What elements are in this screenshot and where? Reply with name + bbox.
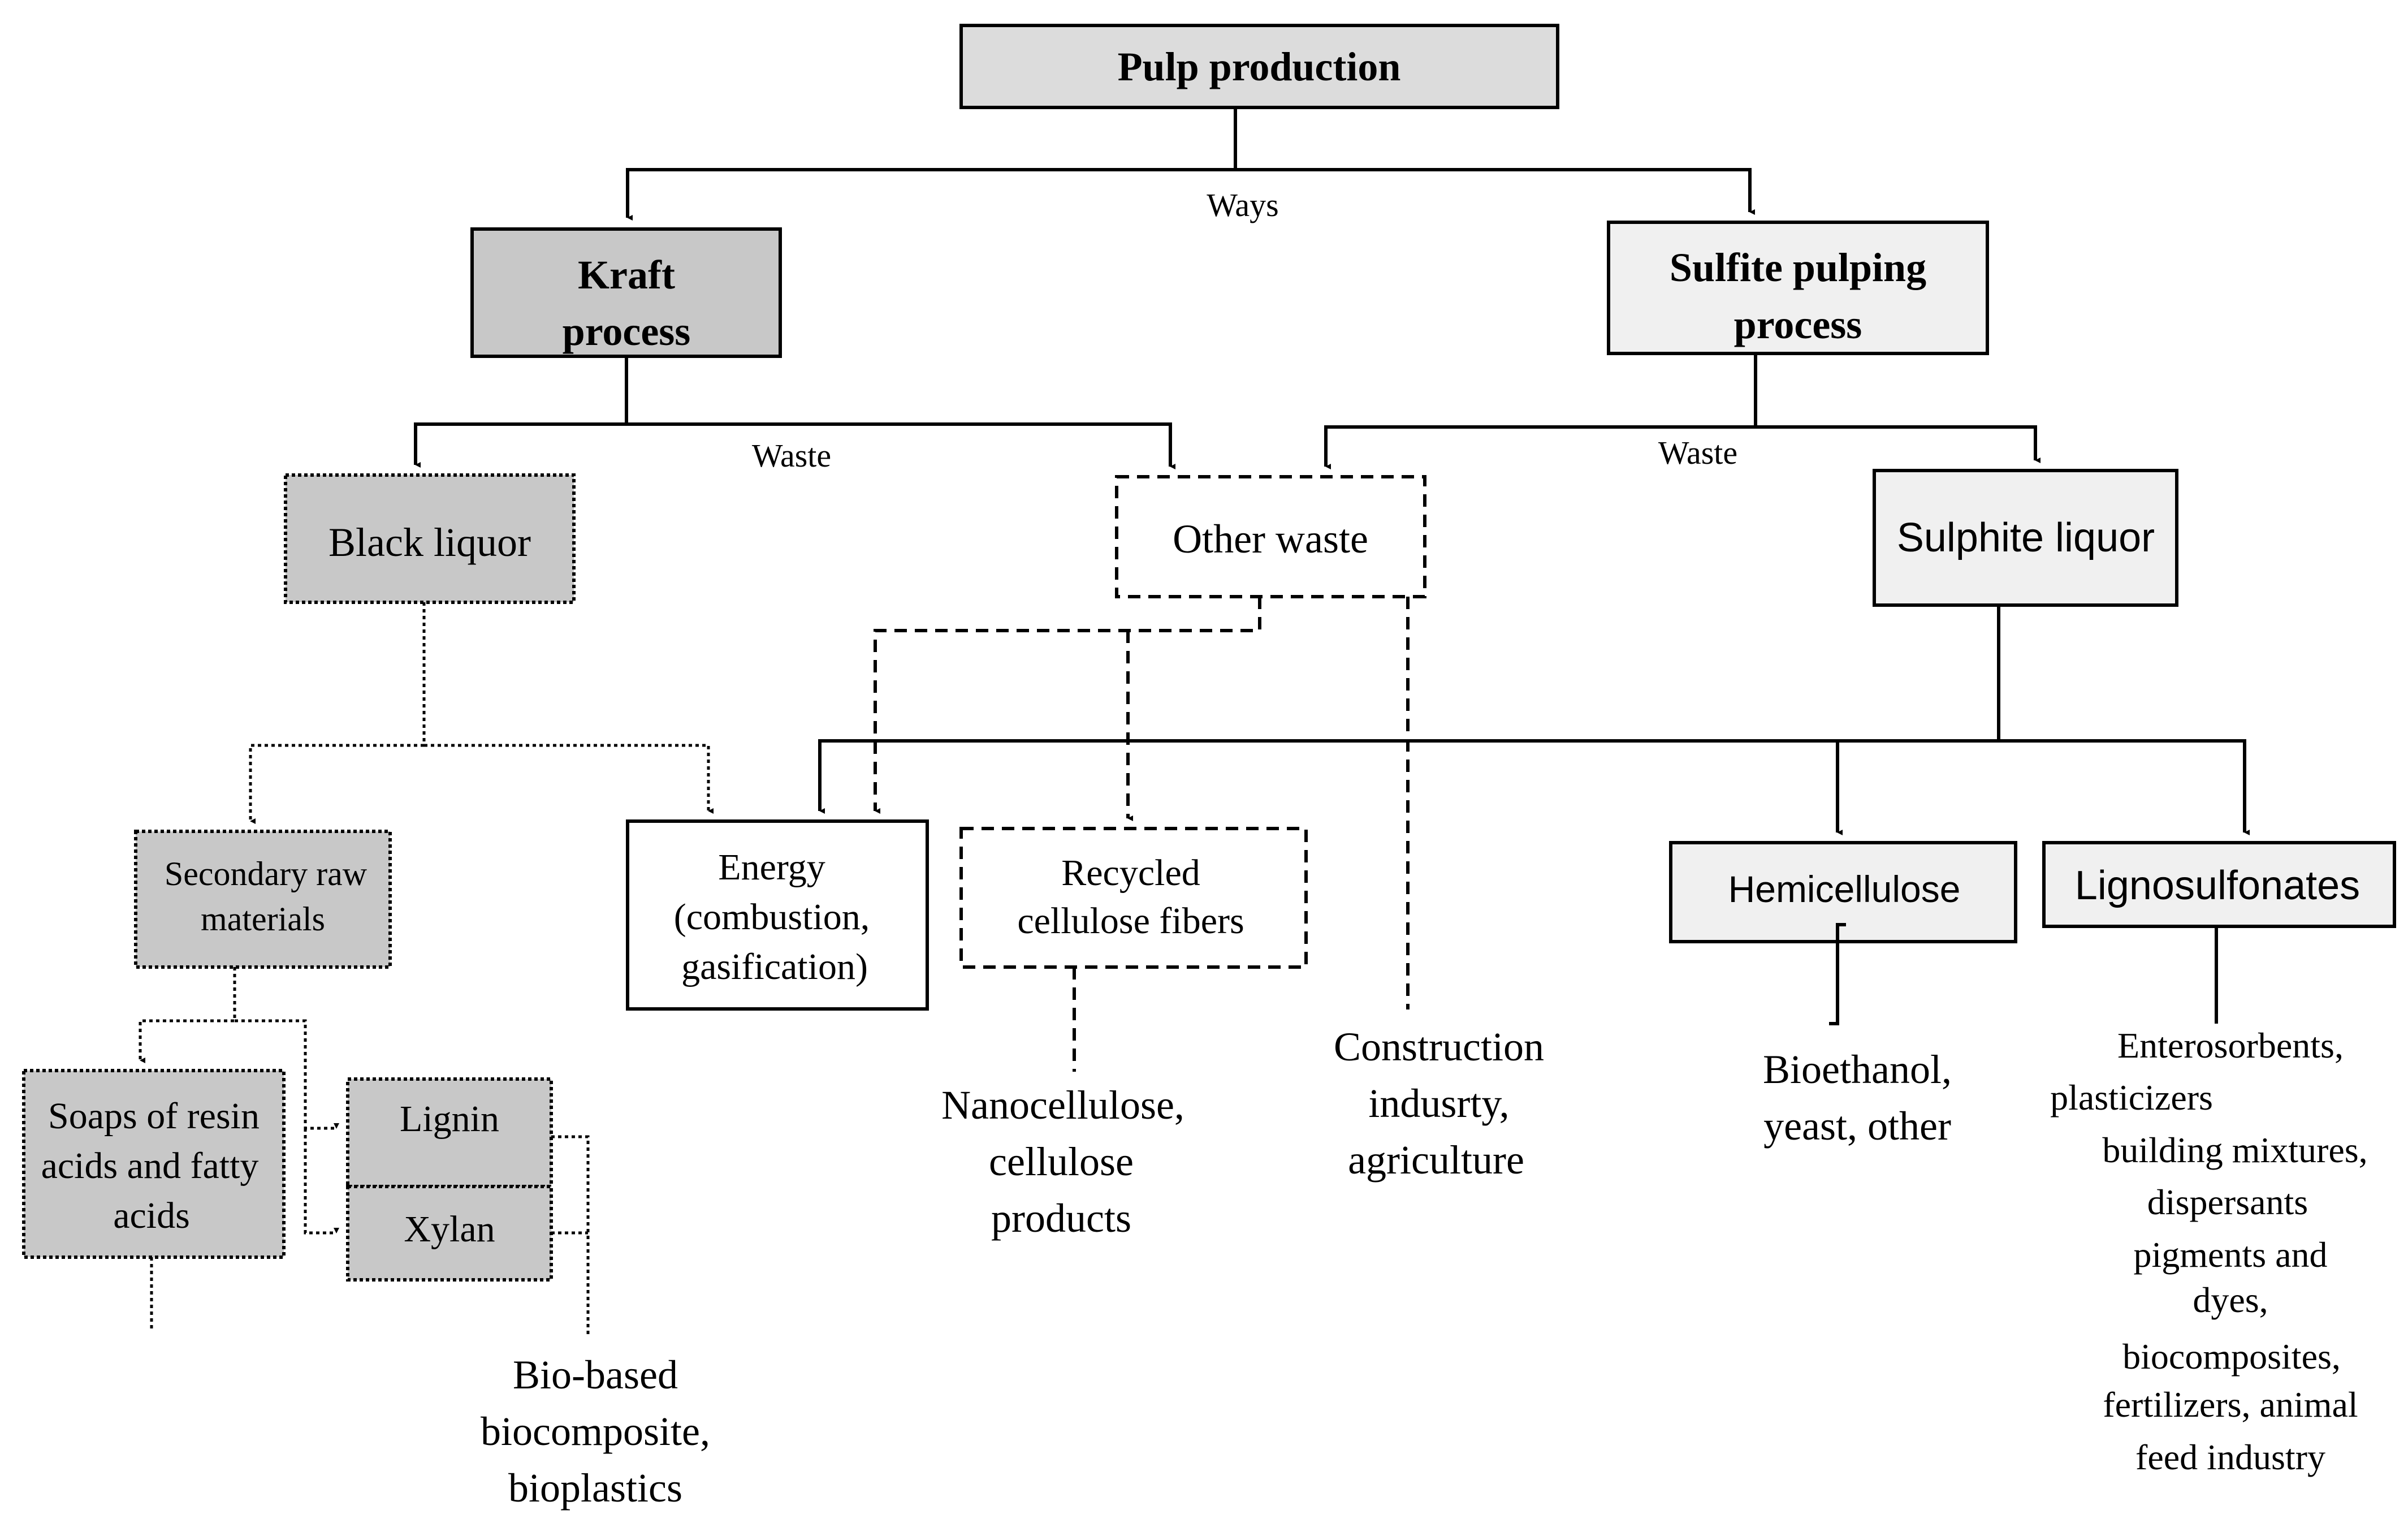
lignin-label: Lignin — [400, 1098, 499, 1140]
kraft-label-2: process — [563, 309, 691, 354]
enterosorbents-line-5: pigments and — [2133, 1235, 2327, 1275]
lignosulfonate-products: Enterosorbents, plasticizers building mi… — [2050, 1025, 2368, 1477]
recycled-fibers-box — [959, 827, 1308, 969]
connector-secondary-xylan — [304, 1128, 339, 1235]
enterosorbents-line-4: dispersants — [2147, 1182, 2308, 1222]
construction-label-3: agriculture — [1348, 1137, 1524, 1183]
energy-label: Energy — [718, 847, 825, 888]
sulphite-liquor-box — [1873, 469, 2178, 607]
lignosulfonates-box — [2042, 841, 2396, 928]
energy-label-2: (combustion, — [674, 896, 870, 938]
hemicellulose-box — [1669, 841, 2017, 943]
connector-otherwaste-energy — [874, 597, 1261, 814]
connector-pulp-sulfite — [1235, 168, 1755, 215]
construction-label: Construction — [1334, 1024, 1544, 1069]
recycled-label-2: cellulose fibers — [1017, 900, 1244, 942]
other-waste-label: Other waste — [1173, 516, 1368, 562]
enterosorbents-line-6: dyes, — [2193, 1280, 2268, 1320]
black-liquor-label: Black liquor — [328, 520, 531, 565]
secondary-raw-materials-box — [134, 830, 392, 969]
nanocellulose-label-3: products — [991, 1196, 1131, 1241]
pulp-production-box — [959, 24, 1559, 109]
secondary-raw-label: Secondary raw — [165, 855, 368, 892]
xylan-label: Xylan — [404, 1209, 495, 1250]
enterosorbents-line-7: biocomposites, — [2122, 1336, 2341, 1377]
lignosulfonates-label: Lignosulfonates — [2075, 863, 2360, 908]
soaps-label-3: acids — [113, 1195, 190, 1236]
connector-blackliquor-energy — [424, 744, 714, 814]
other-waste-box — [1115, 475, 1426, 598]
hemicellulose-label: Hemicellulose — [1728, 868, 1961, 910]
recycled-label: Recycled — [1061, 852, 1200, 894]
bioethanol-label: Bioethanol, — [1763, 1047, 1952, 1092]
connector-kraft-otherwaste — [626, 422, 1175, 469]
soaps-label: Soaps of resin — [48, 1095, 260, 1137]
sulfite-label-2: process — [1734, 302, 1862, 347]
enterosorbents-line-1: Enterosorbents, — [2117, 1025, 2344, 1065]
black-liquor-box — [284, 473, 576, 604]
biobased-label-2: biocomposite, — [481, 1409, 710, 1454]
bioethanol-label-2: yeast, other — [1763, 1103, 1951, 1149]
secondary-raw-label-2: materials — [201, 900, 325, 938]
xylan-box — [346, 1185, 553, 1282]
connector-secondary-lignin — [235, 1019, 339, 1130]
waste-label-right: Waste — [1658, 434, 1737, 471]
kraft-process-box — [470, 227, 782, 358]
connector-blackliquor-secondary — [249, 744, 424, 824]
connector-secondary-split — [139, 967, 236, 1063]
enterosorbents-line-3: building mixtures, — [2102, 1130, 2367, 1170]
soaps-label-2: acids and fatty — [41, 1145, 259, 1187]
nanocellulose-label-2: cellulose — [989, 1139, 1134, 1184]
node-labels: Pulp production Kraft process Sulfite pu… — [41, 44, 2361, 1250]
sulphite-liquor-label: Sulphite liquor — [1897, 515, 2155, 560]
enterosorbents-line-9: feed industry — [2135, 1437, 2325, 1477]
product-labels: Nanocellulose, cellulose products Constr… — [481, 1024, 1952, 1511]
enterosorbents-line-8: fertilizers, animal — [2103, 1384, 2358, 1425]
kraft-label: Kraft — [578, 252, 675, 297]
connector-kraft-blackliquor — [414, 356, 628, 468]
soaps-box — [22, 1069, 286, 1259]
nanocellulose-label: Nanocellulose, — [941, 1082, 1184, 1128]
dotted-connectors — [139, 602, 714, 1335]
sulfite-process-box — [1607, 221, 1989, 355]
connector-sulfite-sulphiteliquor — [1756, 425, 2040, 463]
energy-box — [626, 819, 929, 1011]
connector-sulfite-otherwaste — [1324, 353, 1757, 469]
enterosorbents-line-2: plasticizers — [2050, 1077, 2213, 1118]
biobased-label-3: bioplastics — [508, 1465, 682, 1511]
dashed-connectors — [874, 597, 1410, 1072]
energy-label-3: gasification) — [681, 946, 868, 987]
waste-label-left: Waste — [752, 437, 831, 474]
edge-labels: Ways Waste Waste — [752, 187, 1737, 474]
connector-sulphite-lignosulfonates — [1999, 739, 2250, 835]
biobased-label: Bio-based — [513, 1352, 678, 1397]
ways-label: Ways — [1207, 187, 1278, 223]
construction-label-2: indusrty, — [1368, 1081, 1509, 1126]
connector-lignin-biobased — [551, 1135, 590, 1335]
pulp-production-label: Pulp production — [1118, 44, 1401, 89]
connector-pulp-kraft — [626, 107, 1237, 221]
connector-hemicellulose-bioethanol — [1829, 923, 1846, 1025]
sulfite-label: Sulfite pulping — [1670, 245, 1926, 290]
